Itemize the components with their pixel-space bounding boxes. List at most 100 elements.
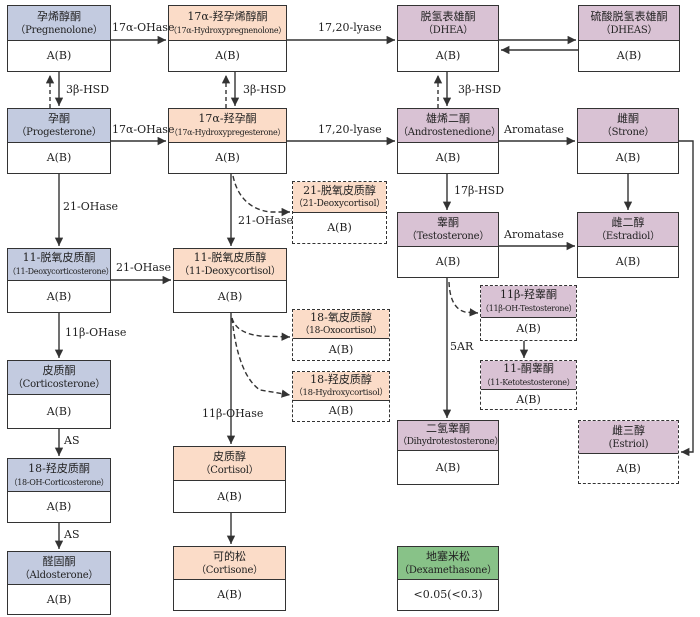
node-cn-label: 皮质醇	[213, 450, 246, 463]
node-value: A(B)	[435, 49, 461, 62]
node-value: A(B)	[217, 289, 243, 303]
node-cn-label: 18-氧皮质醇	[310, 310, 372, 324]
node-cn-label: 18-羟皮质酮	[28, 461, 90, 475]
node-value: A(B)	[217, 588, 242, 601]
arrow-11deoxycortisol-to-18oxo	[231, 317, 291, 341]
node-en-label: （11-Ketotestosterone）	[482, 377, 575, 387]
enzyme-label: 11β-OHase	[65, 326, 127, 339]
enzyme-label: 21-OHase	[116, 261, 172, 274]
enzyme-label: 17α-OHase	[112, 123, 175, 136]
arrow-11deoxycortisol-to-18hydroxy	[231, 317, 291, 398]
node-cn-label: 雌酮	[617, 112, 639, 125]
node-value: A(B)	[215, 49, 240, 62]
node-en-label: （Pregnenolone）	[15, 24, 103, 36]
node-en-label: （17α-Hydroxypregnenolone）	[169, 25, 286, 35]
node-cortisone: 可的松（Cortisone） A(B)	[173, 546, 286, 611]
node-en-label: （18-Hydroxycortisol）	[294, 387, 388, 398]
node-value: A(B)	[435, 255, 461, 268]
node-value: <0.05(<0.3)	[413, 588, 483, 601]
node-value: A(B)	[328, 342, 354, 356]
node-17oh-pregnenolone: 17α-羟孕烯醇酮 （17α-Hydroxypregnenolone） A(B)	[168, 5, 287, 72]
node-cn-label: 11-脱氧皮质酮	[22, 251, 96, 264]
node-cn-label: 二氢睾酮	[426, 422, 470, 435]
node-en-label: （Androstenedione）	[398, 127, 501, 138]
arrow-testosterone-to-11oht	[448, 281, 479, 317]
enzyme-label: 17α-OHase	[112, 21, 175, 34]
node-11b-oh-testosterone: 11β-羟睾酮 （11β-OH-Testosterone） A(B)	[480, 285, 577, 341]
node-en-label: （Dexamethasone）	[399, 564, 497, 576]
node-cortisol: 皮质醇（Cortisol） A(B)	[173, 446, 286, 513]
node-en-label: （Dihydrotestosterone）	[398, 437, 504, 447]
node-cn-label: 18-羟皮质醇	[310, 372, 372, 386]
node-strone: 雌酮 （Strone） A(B)	[577, 108, 679, 174]
arrow-17ohp-to-21deoxycortisol	[232, 175, 290, 217]
node-cn-label: 睾酮	[437, 216, 459, 229]
node-cn-label: 11β-羟睾酮	[499, 288, 558, 301]
node-testosterone: 睾酮 （Testosterone） A(B)	[397, 212, 499, 278]
enzyme-label: 21-OHase	[238, 214, 294, 227]
node-value: A(B)	[46, 500, 72, 513]
node-en-label: （Aldosterone）	[19, 569, 99, 581]
node-18-oh-corticosterone: 18-羟皮质酮（18-OH-Corticosterone） A(B)	[7, 458, 111, 523]
node-value: A(B)	[46, 289, 72, 303]
node-cn-label: 地塞米松	[426, 549, 470, 563]
node-en-label: （11-Deoxycortisol）	[179, 266, 281, 277]
node-en-label: （Cortisone）	[196, 564, 263, 576]
node-estradiol: 雌二醇（Estradiol） A(B)	[577, 212, 679, 278]
node-en-label: （DHEA）	[422, 24, 474, 36]
enzyme-label: 21-OHase	[63, 200, 119, 213]
node-11-ketotestosterone: 11-酮睾酮（11-Ketotestosterone） A(B)	[480, 360, 577, 410]
node-value: A(B)	[616, 49, 642, 62]
node-cn-label: 11-脱氧皮质醇	[193, 251, 267, 264]
node-en-label: （18-Oxocortisol）	[300, 325, 382, 336]
node-value: A(B)	[616, 461, 641, 475]
arrow-strone-to-estriol	[640, 140, 694, 457]
node-value: A(B)	[435, 460, 461, 474]
node-en-label: （11β-OH-Testosterone）	[481, 304, 577, 313]
node-value: A(B)	[615, 255, 641, 268]
node-11-deoxycorticosterone: 11-脱氧皮质酮 （11-Deoxycorticosterone） A(B)	[7, 248, 114, 313]
node-en-label: （Testosterone）	[406, 231, 490, 242]
node-18-oxocortisol: 18-氧皮质醇（18-Oxocortisol） A(B)	[292, 309, 390, 361]
enzyme-label: 17β-HSD	[454, 184, 505, 197]
node-cn-label: 雌三醇	[612, 423, 645, 437]
node-cn-label: 11-酮睾酮	[503, 361, 554, 375]
node-dexamethasone: 地塞米松（Dexamethasone） <0.05(<0.3)	[397, 546, 499, 611]
node-en-label: （Cortisol）	[200, 465, 259, 476]
node-value: A(B)	[46, 49, 72, 62]
node-pregnenolone: 孕烯醇酮（Pregnenolone） A(B)	[7, 5, 111, 72]
node-en-label: （DHEAS）	[600, 24, 658, 36]
node-cn-label: 孕烯醇酮	[37, 9, 81, 23]
node-17oh-progesterone: 17α-羟孕酮（17α-Hydroxypregesterone） A(B)	[168, 108, 287, 174]
node-cn-label: 皮质酮	[42, 364, 76, 377]
node-cn-label: 硫酸脱氢表雄酮	[590, 9, 668, 23]
node-cn-label: 可的松	[213, 549, 246, 563]
node-cn-label: 醛固酮	[42, 554, 76, 568]
node-cn-label: 脱氢表雄酮	[420, 9, 476, 23]
enzyme-label: 5AR	[450, 340, 474, 353]
node-value: A(B)	[435, 151, 461, 164]
node-cn-label: 孕酮	[48, 112, 70, 125]
enzyme-label: 11β-OHase	[202, 407, 264, 420]
node-21-deoxycortisol: 21-脱氧皮质醇（21-Deoxycortisol） A(B)	[292, 181, 387, 244]
node-en-label: (Estriol)	[608, 438, 649, 450]
node-18-hydroxycortisol: 18-羟皮质醇（18-Hydroxycortisol） A(B)	[292, 371, 390, 422]
node-cn-label: 17α-羟孕烯醇酮	[187, 9, 268, 23]
enzyme-label: 3β-HSD	[66, 83, 110, 96]
node-value: A(B)	[215, 151, 240, 164]
node-en-label: （11-Deoxycorticosterone）	[8, 267, 114, 276]
node-value: A(B)	[46, 404, 72, 418]
enzyme-label: 17,20-lyase	[318, 21, 382, 34]
node-cn-label: 17α-羟孕酮	[198, 112, 257, 125]
node-value: A(B)	[327, 221, 352, 234]
node-cn-label: 21-脱氧皮质醇	[303, 183, 376, 197]
node-androstenedione: 雄烯二酮（Androstenedione） A(B)	[397, 108, 501, 174]
node-11-deoxycortisol: 11-脱氧皮质醇 （11-Deoxycortisol） A(B)	[173, 248, 287, 313]
node-value: A(B)	[516, 322, 541, 335]
node-value: A(B)	[615, 151, 641, 164]
node-en-label: （Corticosterone）	[12, 379, 106, 390]
node-en-label: （Strone）	[601, 127, 655, 138]
enzyme-label: AS	[64, 434, 80, 447]
enzyme-label: 3β-HSD	[458, 83, 502, 96]
